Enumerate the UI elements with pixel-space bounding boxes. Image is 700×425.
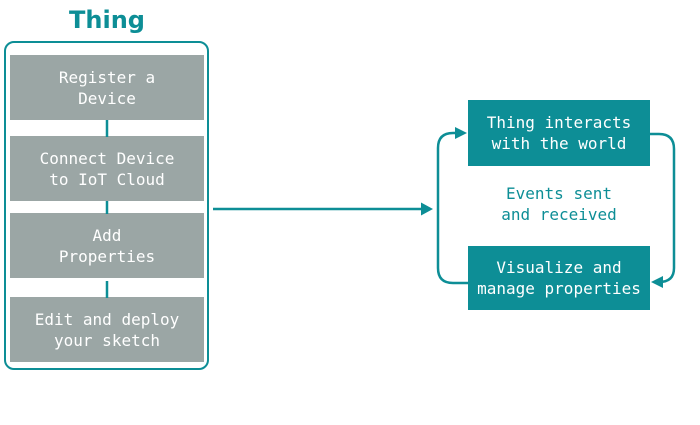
cycle-box-label: Thing interacts with the world [486, 113, 632, 153]
cycle-label-events: Events sent and received [501, 184, 617, 224]
step-add-properties: Add Properties [10, 213, 204, 278]
cycle-box-label: Visualize and manage properties [477, 258, 641, 298]
diagram-title: Thing [69, 6, 145, 34]
step-label: Add Properties [58, 225, 156, 266]
step-edit-deploy: Edit and deploy your sketch [10, 297, 204, 362]
cycle-box-visualize-manage: Visualize and manage properties [468, 246, 650, 310]
thing-steps-container: Register a Device Connect Device to IoT … [4, 41, 209, 370]
step-connect-device: Connect Device to IoT Cloud [10, 136, 204, 201]
step-register-device: Register a Device [10, 55, 204, 120]
step-label: Connect Device to IoT Cloud [39, 148, 175, 189]
cycle-box-thing-interacts: Thing interacts with the world [468, 100, 650, 166]
step-label: Register a Device [58, 67, 156, 108]
step-label: Edit and deploy your sketch [34, 309, 180, 350]
main-flow-arrow-icon [213, 202, 433, 216]
